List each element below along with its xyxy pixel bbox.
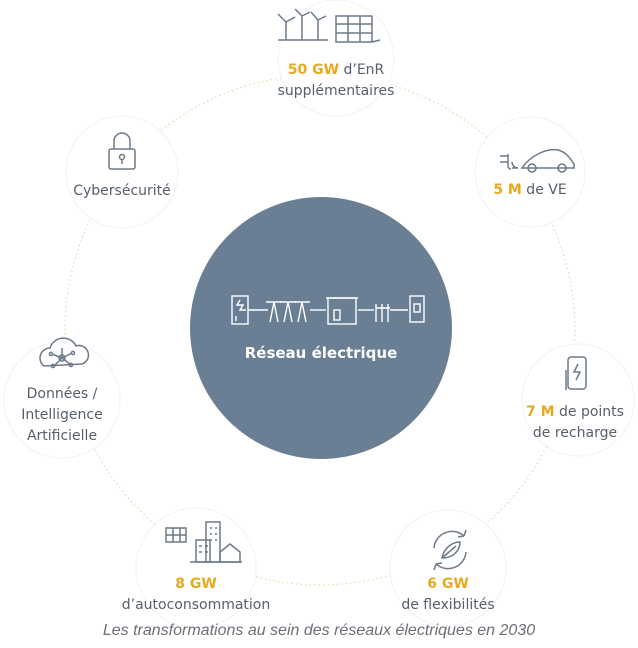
- node-cyber-text1: Cybersécurité: [73, 183, 171, 199]
- node-auto: 8 GW d’autoconsommation: [106, 574, 286, 616]
- node-disc-data: [3, 341, 121, 459]
- node-disc-cyber: [65, 115, 179, 229]
- node-flex-value: 6 GW: [427, 576, 469, 592]
- charging-point-icon: [565, 356, 587, 390]
- center-label: Réseau électrique: [244, 344, 398, 362]
- node-enr-text1: d’EnR: [339, 62, 385, 78]
- grid-chain-icon: [231, 295, 425, 325]
- node-data-text3: Artificielle: [26, 428, 98, 444]
- node-enr-text2: supplémentaires: [277, 83, 395, 99]
- node-disc-recharge: [521, 343, 635, 457]
- node-ve-value: 5 M: [493, 182, 522, 198]
- node-flex: 6 GW de flexibilités: [378, 574, 518, 616]
- node-data-text1: Données /: [26, 386, 98, 402]
- node-recharge-text1: de points: [554, 404, 624, 420]
- node-ve: 5 M de VE: [480, 180, 580, 201]
- node-cyber: Cybersécurité: [57, 181, 187, 202]
- node-recharge-value: 7 M: [526, 404, 555, 420]
- leaf-cycle-icon: [433, 529, 467, 571]
- node-auto-value: 8 GW: [175, 576, 217, 592]
- wind-solar-icon: [277, 8, 381, 43]
- buildings-solar-icon: [165, 521, 242, 563]
- lock-icon: [108, 132, 136, 170]
- electric-car-icon: [500, 148, 575, 173]
- node-data-text2: Intelligence: [21, 407, 103, 423]
- node-enr-value: 50 GW: [287, 62, 340, 78]
- node-auto-text2: d’autoconsommation: [121, 597, 271, 613]
- node-recharge-text2: de recharge: [532, 425, 618, 441]
- cloud-network-icon: [39, 337, 90, 369]
- figure-caption: Les transformations au sein des réseaux …: [102, 622, 536, 639]
- node-data: Données / Intelligence Artificielle: [2, 384, 122, 447]
- ring-outline: [64, 74, 576, 586]
- node-disc-enr: [277, 0, 395, 117]
- node-recharge: 7 M de points de recharge: [510, 402, 638, 444]
- center-circle: [190, 197, 452, 459]
- node-disc-flex: [389, 509, 507, 627]
- node-flex-text2: de flexibilités: [401, 597, 495, 613]
- node-ve-text1: de VE: [521, 182, 567, 198]
- node-enr: 50 GW d’EnR supplémentaires: [236, 60, 436, 102]
